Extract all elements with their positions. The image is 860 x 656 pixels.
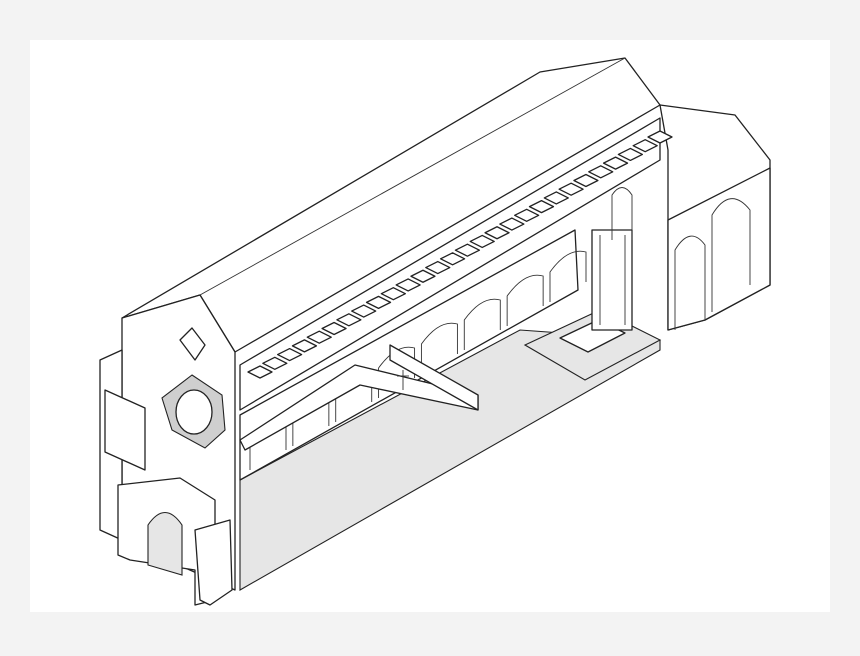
roof-beam <box>365 295 392 310</box>
oculus-window-icon <box>179 327 206 361</box>
altar-area <box>523 187 662 381</box>
roof-beams <box>247 130 673 379</box>
roof-beam <box>514 208 540 222</box>
roof-beam <box>543 191 569 205</box>
roof-beam <box>558 182 584 196</box>
roof-beam <box>632 139 658 153</box>
roof-beam <box>351 304 377 318</box>
roof-beam <box>321 321 347 336</box>
roof-beam <box>454 243 481 257</box>
roof-beam <box>573 173 599 188</box>
roof-beam <box>602 156 629 170</box>
roof-beam <box>247 365 273 379</box>
roof-beam <box>528 199 555 214</box>
arch <box>506 274 544 326</box>
roof-beam <box>439 252 466 266</box>
roof-beam <box>410 269 436 283</box>
roof-beam <box>647 130 673 144</box>
entrance-arch <box>147 511 183 576</box>
roof-beam <box>484 226 510 240</box>
roof-beam <box>425 260 451 275</box>
roof-beam <box>306 330 332 344</box>
arch <box>420 322 458 374</box>
roof-beam <box>336 313 362 327</box>
roof-beam <box>276 347 303 362</box>
roof-beam <box>617 147 644 162</box>
choir-screen <box>239 344 479 451</box>
side-chapel <box>659 104 771 331</box>
arcade-wall <box>239 229 579 481</box>
roof-beam <box>395 278 421 292</box>
roof-beam <box>380 287 406 301</box>
nave-floor <box>239 329 661 591</box>
roof-beam <box>499 217 525 231</box>
roof-beam <box>291 339 318 353</box>
roof-beam <box>588 165 614 179</box>
arch <box>549 250 587 302</box>
front-facade <box>99 294 236 606</box>
roof-beam <box>469 234 495 249</box>
roof-beam <box>262 356 288 370</box>
arch <box>463 298 501 350</box>
